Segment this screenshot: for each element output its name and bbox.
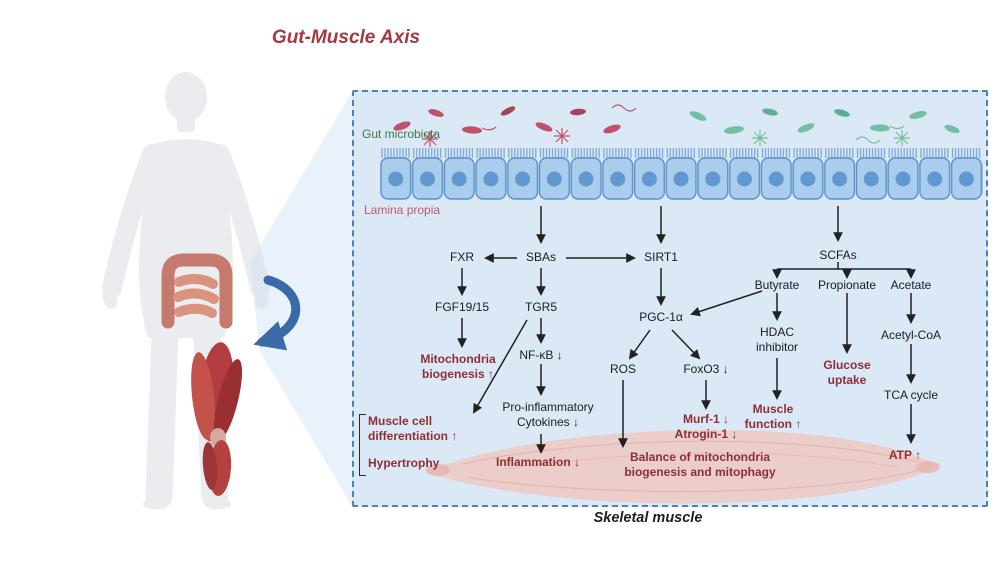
node-fgf19-15: FGF19/15 [434,300,490,314]
node-ros: ROS [609,362,637,376]
node-muscle-function: Muscle function ↑ [744,402,802,431]
green-bacteria-illustration [689,108,960,146]
leg-muscle-illustration [191,342,243,496]
node-hdac-inhibitor: HDAC inhibitor [755,325,799,354]
zoom-cone [250,92,352,506]
node-scfas: SCFAs [819,248,857,262]
diagram-title: Gut-Muscle Axis [271,27,421,48]
muscle-outcomes-bracket [359,414,366,476]
skeletal-muscle-label: Skeletal muscle [593,510,703,526]
node-murf1: Murf-1 ↓ [682,412,729,426]
node-murf1-atrogin1: Murf-1 ↓ Atrogin-1 ↓ [675,412,738,441]
red-bacteria-illustration [393,104,637,147]
node-sbas: SBAs [525,250,557,264]
node-acetate: Acetate [890,278,932,292]
node-propionate: Propionate [817,278,877,292]
node-nfkb: NF-κB ↓ [519,348,563,362]
node-hypertrophy: Hypertrophy [368,456,440,470]
node-tca-cycle: TCA cycle [883,388,939,402]
node-balance-mitochondria: Balance of mitochondria biogenesis and m… [624,450,776,479]
node-glucose-uptake: Glucose uptake [823,358,871,387]
node-atp: ATP ↑ [888,448,922,462]
node-mitochondria-biogenesis: Mitochondria biogenesis ↑ [420,352,496,381]
node-tgr5: TGR5 [524,300,558,314]
intestines-illustration [161,253,233,329]
node-acetyl-coa: Acetyl-CoA [880,328,942,342]
node-inflammation: Inflammation ↓ [495,455,581,469]
node-sirt1: SIRT1 [644,250,678,264]
gut-to-muscle-arrow [253,275,301,351]
node-pgc1a: PGC-1α [639,310,683,324]
epithelium-layer [380,148,983,200]
skeletal-muscle-illustration [425,429,940,504]
node-butyrate: Butyrate [754,278,800,292]
node-fxr: FXR [450,250,474,264]
gut-microbiota-label: Gut microbiota [362,127,441,141]
node-muscle-cell-differentiation: Muscle cell differentiation ↑ [368,414,458,443]
node-atrogin1: Atrogin-1 ↓ [674,426,738,441]
node-foxo3: FoxO3 ↓ [683,362,729,376]
lamina-propia-label: Lamina propia [364,203,441,217]
node-pro-inflammatory-cytokines: Pro-inflammatory Cytokines ↓ [502,400,594,429]
